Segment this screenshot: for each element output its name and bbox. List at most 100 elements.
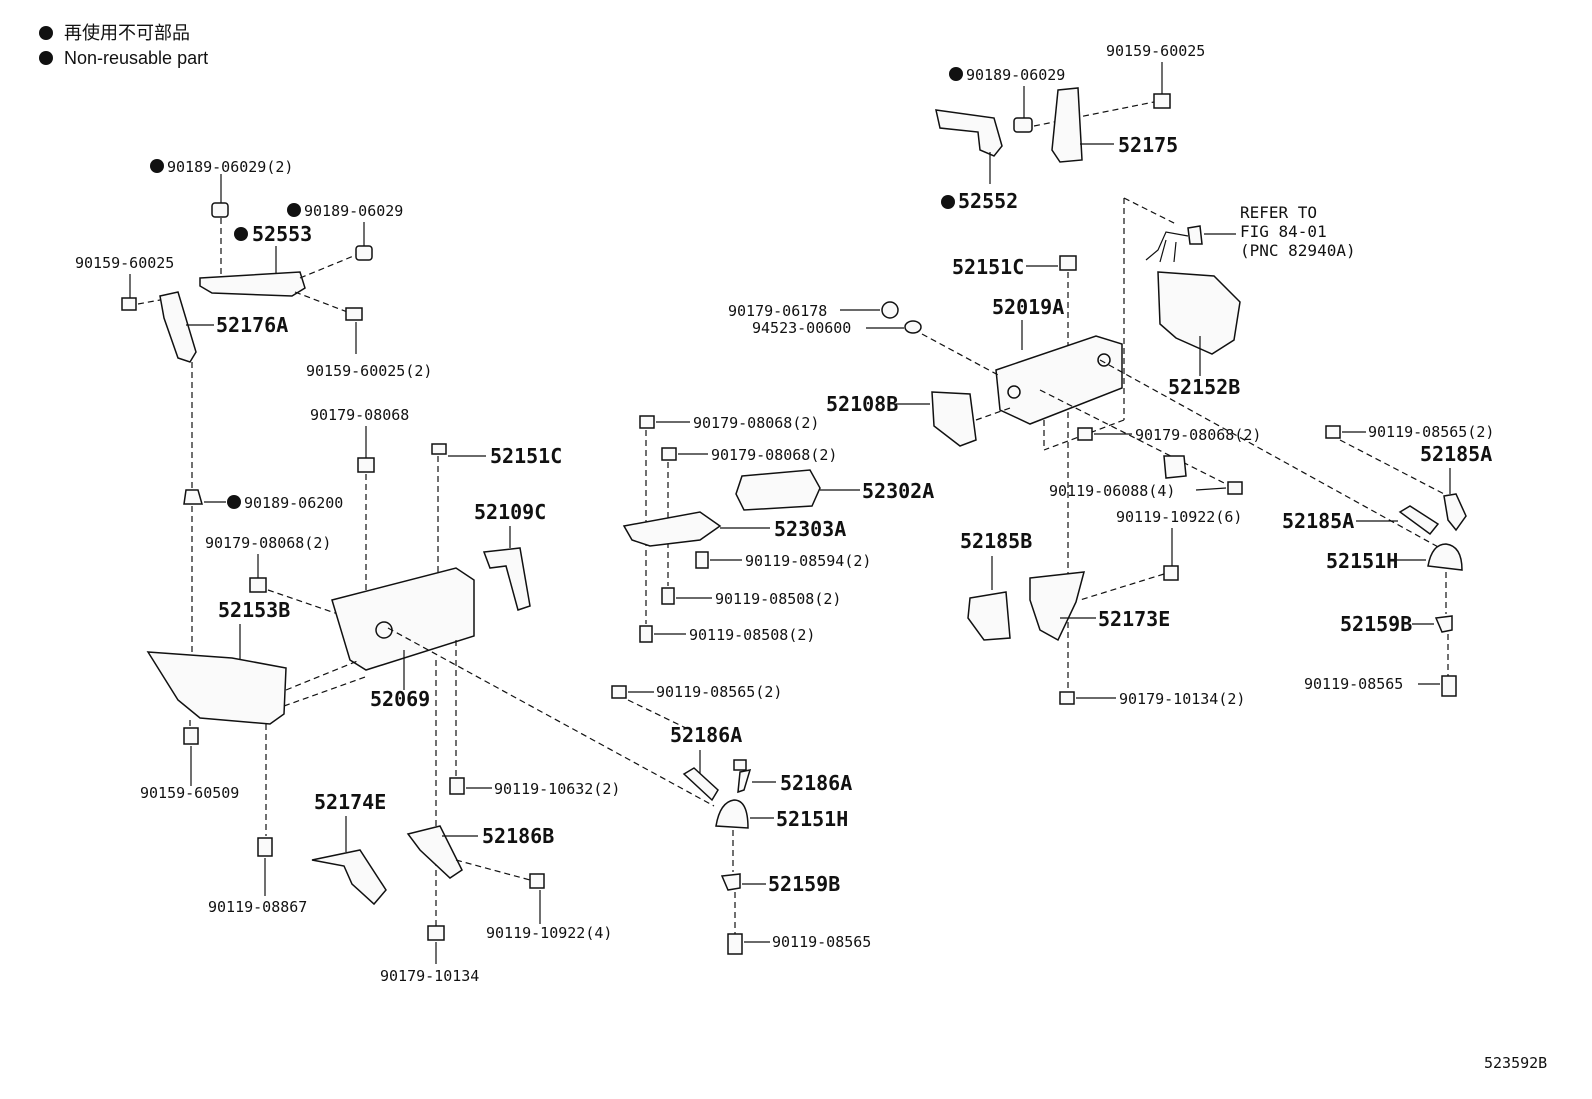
part-label: 90119-10632(2) [494, 780, 620, 798]
nut-part [639, 415, 655, 429]
part-label: 90119-08565(2) [1368, 423, 1494, 441]
part-label: 52151H [776, 807, 848, 831]
part-label: 90119-06088(4) [1049, 482, 1175, 500]
part-label: 52302A [862, 479, 934, 503]
legend: 再使用不可部品 Non-reusable part [39, 23, 208, 68]
bracket-part [1051, 87, 1083, 163]
part-label: 90189-06029 [304, 202, 403, 220]
part-label: 52151H [1326, 549, 1398, 573]
part-label: 52151C [952, 255, 1024, 279]
nut-part [661, 447, 677, 461]
bracket-part [1029, 571, 1086, 642]
part-label: 52173E [1098, 607, 1170, 631]
bolt-part [1153, 93, 1171, 109]
bolt-part [1441, 675, 1457, 697]
part-label: 90179-10134 [380, 967, 479, 985]
bracket-part [1434, 615, 1453, 633]
bracket-part [159, 291, 197, 363]
bolt-part [257, 837, 273, 857]
bracket-part [931, 391, 977, 447]
part-label: 90179-08068 [310, 406, 409, 424]
bumper-end-part [146, 651, 287, 725]
non-reusable-marker-icon [941, 195, 955, 209]
part-label: 52174E [314, 790, 386, 814]
legend-en: Non-reusable part [64, 48, 208, 68]
bumper-cover-part [1157, 271, 1241, 355]
part-label: 52185B [960, 529, 1032, 553]
non-reusable-marker-icon [234, 227, 248, 241]
retainer-part [935, 109, 1003, 157]
clip-part [211, 202, 229, 218]
retainer-part [199, 271, 306, 297]
part-label: 52019A [992, 295, 1064, 319]
bracket-part [720, 873, 741, 891]
main-reinforcement-part [995, 335, 1123, 425]
part-label: 52185A [1282, 509, 1354, 533]
part-label: 52553 [252, 222, 312, 246]
bolt-part [121, 297, 137, 311]
right-assembly: 90189-06029 90159-60025 52552 52175 REFE… [728, 42, 1494, 708]
part-label: 52159B [768, 872, 840, 896]
step-plate-part [622, 511, 722, 547]
clip-part [355, 245, 373, 261]
part-label: 90179-08068(2) [693, 414, 819, 432]
part-label: 90119-08508(2) [715, 590, 841, 608]
refer-line-2: FIG 84-01 [1240, 222, 1327, 241]
bolt-part [695, 551, 709, 569]
nut-part [357, 457, 375, 473]
bolt-part [611, 685, 627, 699]
clip-part [1013, 117, 1033, 133]
part-label: 52186A [780, 771, 852, 795]
part-label: 52303A [774, 517, 846, 541]
bolt-part [1227, 481, 1243, 495]
part-label: 90179-08068(2) [711, 446, 837, 464]
bolt-part [661, 587, 675, 605]
part-label: 90119-08594(2) [745, 552, 871, 570]
part-label: 52159B [1340, 612, 1412, 636]
part-label: 90189-06029 [966, 66, 1065, 84]
bracket-part [311, 849, 387, 906]
part-label: 90159-60025(2) [306, 362, 432, 380]
nut-part [249, 577, 267, 593]
part-label: 52108B [826, 392, 898, 416]
part-label: 90119-10922(4) [486, 924, 612, 942]
part-label: 90119-08565(2) [656, 683, 782, 701]
part-label: 90119-08867 [208, 898, 307, 916]
part-label: 94523-00600 [752, 319, 851, 337]
bracket-part [967, 591, 1011, 641]
part-label: 52186B [482, 824, 554, 848]
bolt-part [431, 443, 447, 455]
legend-jp: 再使用不可部品 [64, 23, 190, 43]
part-label: 52175 [1118, 133, 1178, 157]
rubber-hanger-part [715, 799, 749, 829]
part-label: 90179-08068(2) [1135, 426, 1261, 444]
bolt-part [529, 873, 545, 889]
hanger-part [737, 769, 752, 794]
refer-line-3: (PNC 82940A) [1240, 241, 1356, 260]
bracket-part [482, 547, 531, 611]
rubber-hanger-part [1427, 543, 1463, 571]
part-label: 52185A [1420, 442, 1492, 466]
bolt-part [1325, 425, 1341, 439]
center-assembly: 90179-08068(2) 90179-08068(2) 52302A 523… [622, 414, 934, 644]
part-label: 90189-06200 [244, 494, 343, 512]
bolt-part [1163, 565, 1179, 581]
figure-id: 523592B [1484, 1054, 1547, 1072]
non-reusable-marker-icon [150, 159, 164, 173]
part-label: 90119-08565 [772, 933, 871, 951]
hanger-part [1443, 493, 1467, 532]
part-label: 52069 [370, 687, 430, 711]
part-label: 90189-06029(2) [167, 158, 293, 176]
part-label: 52552 [958, 189, 1018, 213]
clip-part [183, 489, 203, 505]
non-reusable-marker-icon [949, 67, 963, 81]
part-label: 90119-08565 [1304, 675, 1403, 693]
step-pad-part [735, 469, 821, 511]
clip-part [183, 727, 199, 745]
nut-part [1163, 455, 1187, 479]
bolt-part [733, 759, 747, 771]
part-label: 90179-06178 [728, 302, 827, 320]
part-label: 90159-60509 [140, 784, 239, 802]
part-label: 90119-10922(6) [1116, 508, 1242, 526]
reinforcement-part [331, 567, 475, 671]
